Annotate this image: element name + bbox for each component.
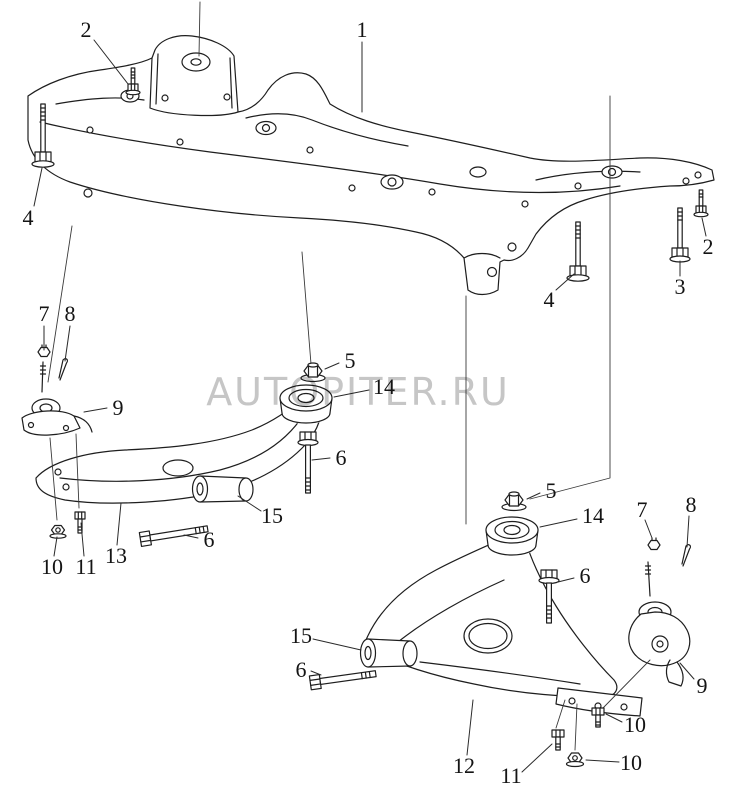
bolt-11-left-drawing — [74, 511, 86, 534]
part-number-callout: 6 — [295, 657, 307, 682]
part-number-callout: 12 — [453, 753, 475, 778]
bolt-10-right-drawing — [591, 707, 605, 728]
flange-nut-5-right-drawing — [501, 491, 527, 512]
part-number-callout: 14 — [373, 374, 395, 399]
flange-nut-5-left-drawing — [300, 362, 326, 383]
part-number-callout: 4 — [543, 287, 555, 312]
bolt-6-right-horizontal-drawing — [308, 670, 377, 691]
part-number-callout: 11 — [75, 554, 97, 579]
part-number-callout: 14 — [582, 503, 604, 528]
bolt-3-drawing — [669, 207, 691, 263]
part-number-callout: 13 — [105, 543, 127, 568]
subframe-crossmember-drawing — [27, 35, 715, 296]
part-number-callout: 11 — [500, 763, 522, 788]
front-bushing-15-right-drawing — [359, 638, 418, 668]
part-number-callout: 15 — [290, 623, 312, 648]
assembly-lines — [47, 1, 611, 525]
part-number-callout: 5 — [545, 478, 557, 503]
ball-joint-9-left-drawing — [21, 344, 93, 436]
part-number-callout: 7 — [38, 301, 50, 326]
bolt-4-left-drawing — [31, 103, 55, 168]
left-arm-fastener-leaders — [49, 433, 80, 521]
part-number-callout: 2 — [702, 234, 714, 259]
part-number-callout: 10 — [624, 712, 646, 737]
callout-leader-lines — [33, 39, 707, 773]
bolt-6-left-horizontal-drawing — [138, 525, 209, 547]
part-number-callout: 10 — [620, 750, 642, 775]
bolt-2-right-drawing — [693, 189, 709, 218]
part-number-callout: 3 — [674, 274, 686, 299]
right-arm-fastener-leaders — [555, 659, 651, 751]
rear-bushing-14-right-drawing — [485, 516, 539, 556]
bolt-6-left-vertical-drawing — [297, 431, 319, 494]
part-number-callout: 1 — [356, 17, 368, 42]
part-number-callout: 8 — [64, 301, 76, 326]
part-number-callout: 9 — [696, 673, 708, 698]
part-number-callout: 2 — [80, 17, 92, 42]
part-number-callout: 6 — [203, 527, 215, 552]
front-bushing-15-left-drawing — [191, 475, 254, 503]
part-number-callout: 7 — [636, 497, 648, 522]
bolt-11-right-drawing — [551, 729, 565, 751]
part-number-callout: 4 — [22, 205, 34, 230]
watermark-text: AUTOPITER.RU — [206, 370, 510, 414]
bolt-2-top-left-drawing — [125, 67, 141, 96]
bolt-6-right-vertical-drawing — [538, 569, 560, 624]
right-control-arm-drawing — [363, 533, 643, 717]
part-number-callout: 6 — [579, 563, 591, 588]
bolt-4-right-drawing — [566, 221, 590, 282]
part-number-callout: 8 — [685, 492, 697, 517]
knuckle-9-right-drawing — [628, 537, 692, 687]
nut-10-bottom-drawing — [565, 752, 585, 768]
part-number-callout: 5 — [344, 348, 356, 373]
rear-bushing-14-left-drawing — [279, 384, 333, 424]
part-number-callout: 9 — [112, 395, 124, 420]
part-number-callout: 10 — [41, 554, 63, 579]
nut-10-left-drawing — [49, 524, 67, 539]
part-number-callout: 15 — [261, 503, 283, 528]
part-number-callout: 6 — [335, 445, 347, 470]
